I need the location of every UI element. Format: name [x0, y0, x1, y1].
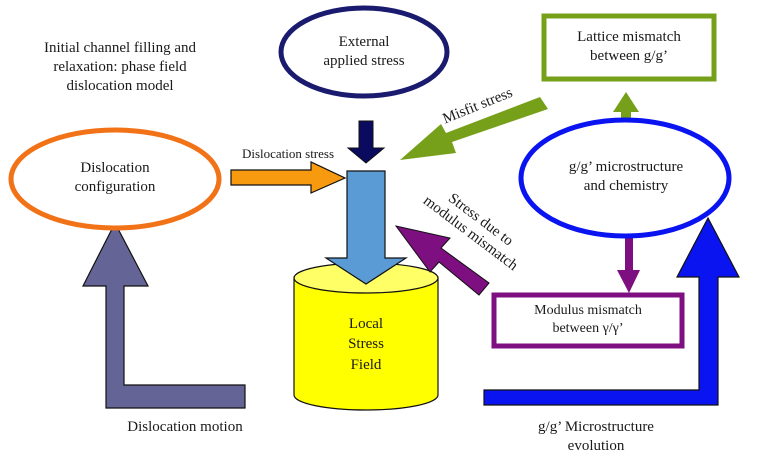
microstructure-evolution-label: g/g’ Microstructure evolution [538, 419, 654, 454]
intro-note: Initial channel filling and relaxation: … [43, 40, 197, 94]
dislocation-stress-arrow [230, 161, 347, 194]
dislocation-motion-label: Dislocation motion [127, 419, 243, 435]
microstructure-label: g/g’ microstructure and chemistry [568, 159, 684, 194]
lattice-mismatch-node [541, 13, 717, 82]
dislocation-config-node [8, 127, 222, 231]
local-stress-label: Local Stress Field [348, 316, 384, 373]
micro-to-modulus-arrow [617, 225, 640, 293]
lattice-up-arrow [613, 92, 639, 122]
dislocation-config-label: Dislocation configuration [74, 160, 156, 195]
misfit-stress-arrow [400, 97, 548, 160]
modulus-mismatch-node [491, 292, 685, 349]
dislocation-motion-arrow [82, 221, 246, 409]
dislocation-stress-label: Dislocation stress [241, 146, 335, 161]
modulus-stress-arrow [394, 225, 490, 296]
microstructure-node [518, 117, 732, 239]
external-stress-node [278, 5, 450, 99]
external-stress-arrow [346, 120, 386, 164]
central-down-arrow [323, 170, 409, 285]
lattice-mismatch-label: Lattice mismatch between g/g’ [577, 29, 681, 64]
microstructure-evolution-arrow [483, 216, 740, 406]
external-stress-label: External applied stress [323, 34, 405, 69]
modulus-mismatch-label: Modulus mismatch between γ/γ’ [534, 303, 642, 336]
